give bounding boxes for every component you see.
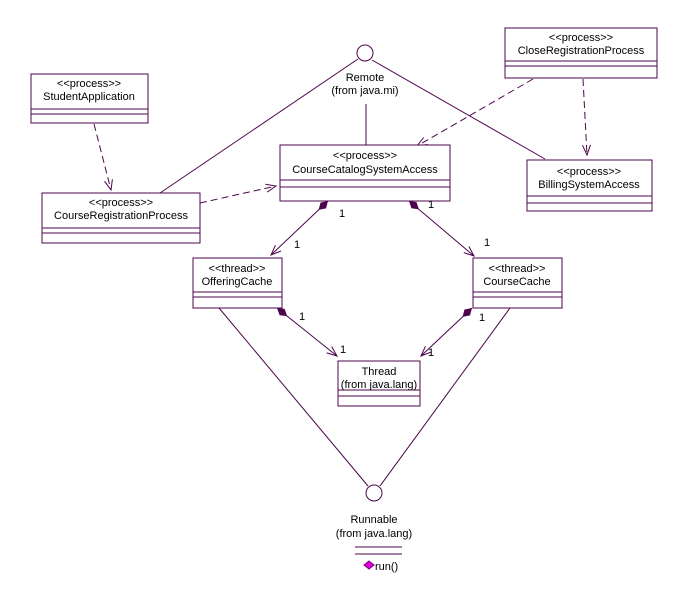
- interface-remote[interactable]: Remote (from java.mi): [331, 44, 399, 97]
- multiplicity: 1: [484, 237, 490, 249]
- class-name: BillingSystemAccess: [538, 179, 640, 191]
- class-name: StudentApplication: [43, 91, 135, 103]
- class-box-offering-cache[interactable]: <<thread>> OfferingCache: [192, 257, 283, 309]
- dependency-edge[interactable]: [199, 185, 277, 204]
- interface-circle-icon[interactable]: [365, 484, 383, 502]
- class-box-course-cache[interactable]: <<thread>> CourseCache: [472, 257, 563, 309]
- class-box-course-registration-process[interactable]: <<process>> CourseRegistrationProcess: [41, 192, 201, 244]
- association-edge[interactable]: [371, 59, 546, 160]
- class-box-thread[interactable]: Thread (from java.lang): [337, 360, 421, 407]
- class-box-billing-system-access[interactable]: <<process>> BillingSystemAccess: [526, 159, 653, 212]
- class-box-student-application[interactable]: <<process>> StudentApplication: [30, 73, 149, 124]
- multiplicity: 1: [428, 347, 434, 359]
- composition-arrowhead-icon[interactable]: [463, 246, 476, 257]
- composition-diamond-icon[interactable]: [462, 308, 473, 317]
- dependency-edge[interactable]: [416, 78, 534, 147]
- stereotype-label: <<process>>: [549, 32, 613, 44]
- stereotype-label: <<process>>: [557, 166, 621, 178]
- composition-arrowhead-icon[interactable]: [326, 346, 339, 357]
- class-name: Thread: [362, 366, 397, 378]
- interface-circle-icon[interactable]: [356, 44, 374, 62]
- class-name: CourseCatalogSystemAccess: [292, 164, 438, 176]
- interface-name: Remote: [346, 72, 385, 84]
- multiplicity: 1: [428, 199, 434, 211]
- package-label: (from java.lang): [336, 528, 412, 540]
- stereotype-label: <<process>>: [57, 78, 121, 90]
- edge-layer: [93, 58, 591, 487]
- composition-edge[interactable]: [270, 200, 329, 256]
- association-edge[interactable]: [159, 58, 359, 194]
- multiplicity: 1: [299, 311, 305, 323]
- multiplicity: 1: [479, 312, 485, 324]
- interface-runnable[interactable]: Runnable (from java.lang) run(): [336, 484, 412, 573]
- composition-edge[interactable]: [408, 200, 475, 257]
- association-edge[interactable]: [379, 307, 511, 487]
- stereotype-label: <<thread>>: [489, 263, 546, 275]
- multiplicity: 1: [294, 239, 300, 251]
- dependency-arrowhead-icon[interactable]: [265, 183, 278, 193]
- dependency-arrowhead-icon[interactable]: [582, 144, 591, 157]
- association-edge[interactable]: [218, 307, 369, 487]
- composition-arrowhead-icon[interactable]: [420, 345, 432, 357]
- class-name: OfferingCache: [202, 276, 273, 288]
- class-box-close-registration-process[interactable]: <<process>> CloseRegistrationProcess: [504, 27, 658, 79]
- composition-arrowhead-icon[interactable]: [270, 244, 282, 256]
- stereotype-label: <<process>>: [89, 197, 153, 209]
- multiplicity: 1: [340, 344, 346, 356]
- stereotype-label: <<thread>>: [209, 263, 266, 275]
- interface-name: Runnable: [350, 514, 397, 526]
- composition-diamond-icon[interactable]: [318, 201, 328, 210]
- dependency-edge[interactable]: [582, 78, 588, 156]
- operation-label: run(): [375, 561, 398, 573]
- package-label: (from java.lang): [341, 379, 417, 391]
- composition-diamond-icon[interactable]: [409, 201, 419, 210]
- composition-diamond-icon[interactable]: [277, 308, 288, 317]
- operation-icon: [363, 560, 375, 570]
- class-name: CourseCache: [483, 276, 550, 288]
- class-name: CloseRegistrationProcess: [518, 45, 645, 57]
- dependency-arrowhead-icon[interactable]: [104, 179, 113, 192]
- multiplicity: 1: [339, 208, 345, 220]
- package-label: (from java.mi): [331, 85, 398, 97]
- stereotype-label: <<process>>: [333, 150, 397, 162]
- class-name: CourseRegistrationProcess: [54, 210, 188, 222]
- class-box-course-catalog-system-access[interactable]: <<process>> CourseCatalogSystemAccess: [279, 144, 451, 202]
- multiplicity-labels: 1 1 1 1 1 1 1 1: [294, 199, 490, 359]
- dependency-edge[interactable]: [93, 123, 112, 191]
